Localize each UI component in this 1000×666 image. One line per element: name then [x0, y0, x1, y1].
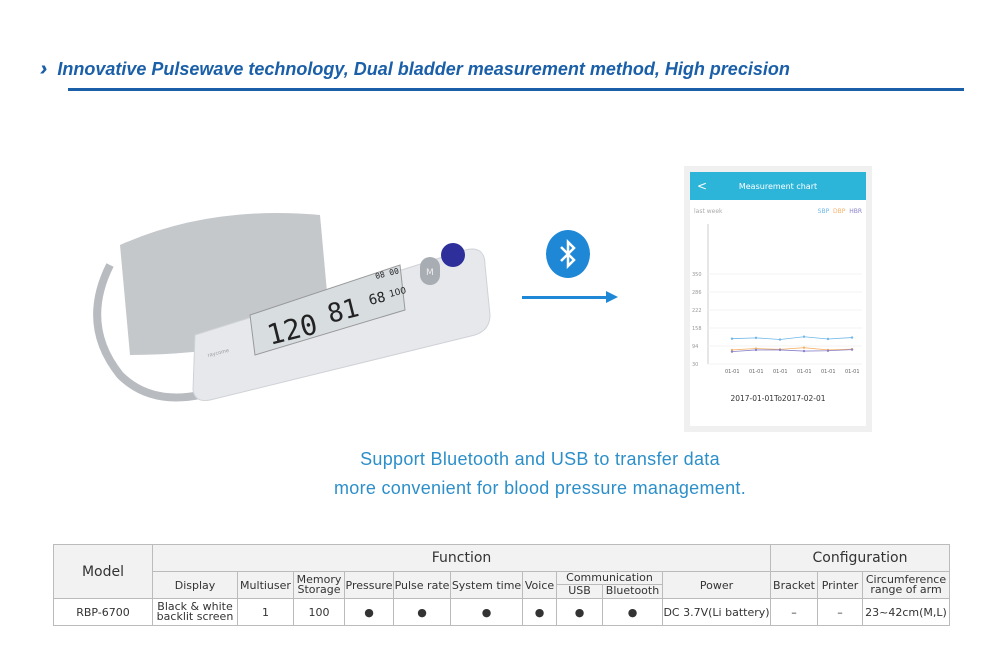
x-tick-label: 01-01: [845, 369, 860, 375]
col-systime: System time: [450, 571, 523, 599]
y-tick-label: 350: [692, 272, 702, 278]
y-tick-label: 158: [692, 326, 702, 332]
app-title: Measurement chart: [738, 181, 818, 191]
y-tick-label: 94: [692, 344, 698, 350]
col-pressure: Pressure: [344, 571, 394, 599]
display-pulse: 68: [367, 289, 387, 309]
caption-line-1: Support Bluetooth and USB to transfer da…: [360, 449, 720, 469]
x-tick-label: 01-01: [773, 369, 788, 375]
x-tick-label: 01-01: [821, 369, 836, 375]
memory-button[interactable]: [420, 257, 440, 285]
cell-pressure: ●: [344, 598, 394, 626]
cell-voice: ●: [522, 598, 557, 626]
power-button[interactable]: [441, 243, 465, 267]
cell-model: RBP-6700: [53, 598, 153, 626]
measurement-chart: 350 286 222 158 94 30 01-01 01-01 01-01 01-01 01-0…: [692, 224, 862, 375]
cell-systime: ●: [450, 598, 523, 626]
phone-mockup: < Measurement chart last week SBP DBP HB…: [684, 166, 872, 432]
col-pulse: Pulse rate: [393, 571, 451, 599]
display-memory: 100: [388, 286, 407, 300]
app-title-bar: < Measurement chart: [690, 172, 866, 200]
col-multiuser: Multiuser: [237, 571, 294, 599]
x-tick-label: 01-01: [797, 369, 812, 375]
point-HBR: [754, 348, 758, 352]
point-HBR: [826, 349, 830, 352]
point-HBR: [730, 350, 734, 353]
point-HBR: [778, 348, 782, 352]
series-line-DBP: [731, 347, 853, 351]
cell-bracket: –: [770, 598, 818, 626]
col-display: Display: [152, 571, 238, 599]
header-configuration: Configuration: [770, 544, 950, 572]
cell-printer: –: [817, 598, 863, 626]
cell-pulse: ●: [393, 598, 451, 626]
series-line-SBP: [731, 336, 853, 340]
x-tick-label: 01-01: [725, 369, 740, 375]
legend-dbp: DBP: [833, 208, 846, 215]
point-SBP: [850, 336, 854, 339]
double-chevron-right-icon: ››: [40, 58, 49, 80]
col-printer: Printer: [817, 571, 863, 599]
section-header: ›› Innovative Pulsewave technology, Dual…: [40, 58, 790, 81]
y-tick-label: 222: [692, 308, 702, 314]
brand-label: raycome: [207, 348, 230, 359]
point-HBR: [802, 349, 806, 353]
header-function: Function: [152, 544, 771, 572]
header-title: Innovative Pulsewave technology, Dual bl…: [57, 59, 790, 79]
cell-bluetooth: ●: [602, 598, 663, 626]
series-line-HBR: [731, 349, 853, 353]
memory-button-label: M: [426, 268, 434, 278]
date-range: 2017-01-01To2017-02-01: [730, 394, 826, 403]
point-SBP: [778, 338, 782, 341]
legend-sbp: SBP: [817, 208, 830, 215]
cell-circumference: 23~42cm(M,L): [862, 598, 950, 626]
point-DBP: [802, 346, 806, 349]
point-SBP: [754, 336, 758, 340]
legend-hbr: HBR: [849, 208, 862, 215]
bluetooth-icon: [546, 230, 590, 278]
point-HBR: [850, 348, 854, 351]
cell-memory: 100: [293, 598, 345, 626]
back-button[interactable]: <: [696, 179, 708, 193]
header-model: Model: [53, 544, 153, 599]
col-voice: Voice: [522, 571, 557, 599]
x-tick-label: 01-01: [749, 369, 764, 375]
y-tick-label: 30: [692, 362, 698, 368]
point-SBP: [730, 337, 734, 340]
col-bracket: Bracket: [770, 571, 818, 599]
display-dia: 81: [324, 293, 362, 330]
y-tick-label: 286: [692, 290, 702, 296]
filter-checkbox[interactable]: last week: [694, 208, 723, 215]
cell-multiuser: 1: [237, 598, 294, 626]
cell-power: DC 3.7V(Li battery): [662, 598, 771, 626]
point-DBP: [730, 348, 734, 352]
point-SBP: [826, 337, 830, 341]
transfer-arrow: [522, 291, 618, 303]
col-power: Power: [662, 571, 771, 599]
cell-usb: ●: [556, 598, 603, 626]
caption-line-2: more convenient for blood pressure manag…: [333, 478, 747, 498]
header-divider: [68, 88, 964, 91]
spec-table: Model Function Configuration Display Mul…: [53, 544, 950, 626]
point-SBP: [802, 335, 806, 338]
blood-pressure-monitor-image: raycome 08 00 120 81 68 100 M: [93, 213, 491, 402]
